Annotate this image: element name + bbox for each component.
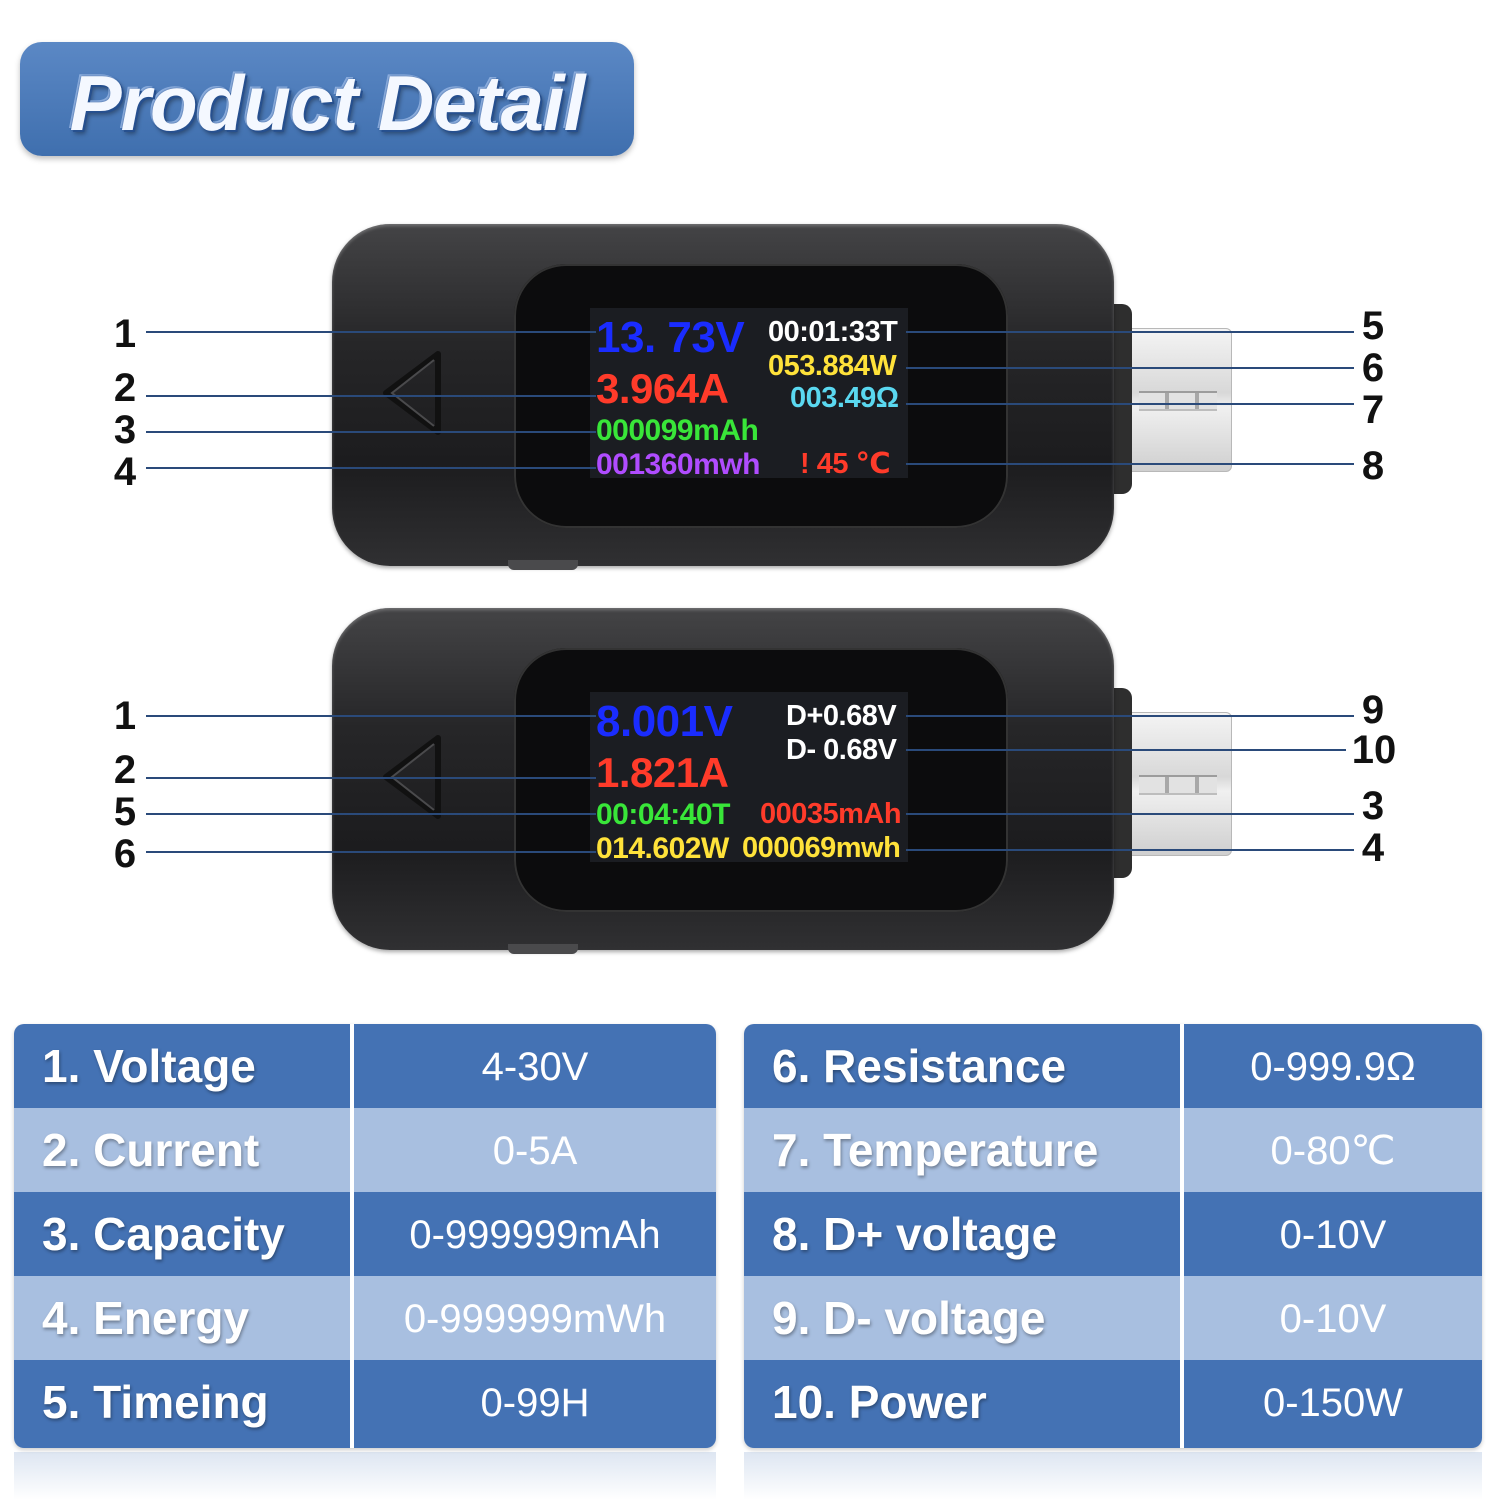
device-tab	[508, 944, 578, 954]
spec-table-left: 1. Voltage 4-30V 2. Current 0-5A 3. Capa…	[14, 1024, 716, 1448]
lcd-power: 014.602W	[596, 832, 729, 865]
spec-value: 0-999999mWh	[403, 1297, 667, 1341]
spec-label: 7. Temperature	[772, 1124, 1099, 1176]
page-button-icon[interactable]	[378, 348, 448, 438]
lcd-time: 00:04:40T	[596, 798, 730, 831]
column-divider	[350, 1024, 354, 1448]
spec-label: 3. Capacity	[42, 1208, 285, 1260]
lcd-energy: 001360mwh	[596, 448, 760, 481]
lcd-voltage: 8.001V	[596, 697, 733, 746]
column-divider	[1180, 1024, 1184, 1448]
table-reflection	[744, 1452, 1482, 1500]
spec-row: 5. Timeing 0-99H	[14, 1360, 716, 1448]
leader-line	[906, 463, 1354, 465]
lcd-screen	[590, 308, 908, 478]
callout-number: 2	[113, 748, 137, 792]
lcd-voltage: 13. 73V	[596, 313, 745, 362]
callout-number: 10	[1351, 728, 1397, 772]
lcd-energy: 000069mwh	[742, 832, 901, 864]
usb-tester-bottom: 8.001V 1.821A 00:04:40T 014.602W D+0.68V…	[0, 604, 1500, 964]
lcd-current: 3.964A	[596, 365, 729, 412]
spec-table-right: 6. Resistance 0-999.9Ω 7. Temperature 0-…	[744, 1024, 1482, 1448]
spec-value: 0-80℃	[1270, 1129, 1396, 1173]
usb-c-plug	[1118, 712, 1232, 856]
spec-row: 6. Resistance 0-999.9Ω	[744, 1024, 1482, 1108]
header-badge: Product Detail	[20, 42, 634, 156]
callout-number: 4	[113, 450, 137, 494]
callout-number: 5	[1361, 304, 1385, 348]
spec-value: 0-999999mAh	[409, 1213, 661, 1257]
spec-label: 4. Energy	[42, 1292, 250, 1344]
spec-row: 4. Energy 0-999999mWh	[14, 1276, 716, 1360]
callout-number: 6	[113, 832, 137, 876]
leader-line	[906, 367, 1354, 369]
lcd-power: 053.884W	[768, 350, 897, 382]
lcd-temperature: ! 45 ℃	[800, 448, 891, 480]
leader-line	[146, 395, 596, 397]
callout-number: 5	[113, 790, 137, 834]
spec-label: 5. Timeing	[42, 1376, 269, 1428]
lcd-resistance: 003.49Ω	[790, 382, 899, 414]
leader-line	[906, 749, 1346, 751]
leader-line	[906, 403, 1354, 405]
callout-number: 8	[1361, 444, 1385, 488]
leader-line	[146, 813, 596, 815]
spec-row: 7. Temperature 0-80℃	[744, 1108, 1482, 1192]
spec-value: 0-10V	[1279, 1213, 1387, 1257]
callout-number: 1	[113, 694, 137, 738]
callout-number: 3	[1361, 784, 1385, 828]
lcd-time: 00:01:33T	[768, 316, 898, 348]
spec-label: 6. Resistance	[772, 1040, 1067, 1092]
callout-number: 7	[1361, 388, 1385, 432]
spec-value: 0-999.9Ω	[1250, 1045, 1416, 1089]
leader-line	[146, 331, 596, 333]
callout-number: 6	[1361, 346, 1385, 390]
leader-line	[146, 431, 596, 433]
spec-label: 8. D+ voltage	[772, 1208, 1058, 1260]
leader-line	[146, 777, 596, 779]
lcd-capacity: 000099mAh	[596, 414, 759, 447]
callout-number: 2	[113, 366, 137, 410]
leader-line	[906, 813, 1354, 815]
callout-number: 4	[1361, 826, 1385, 870]
spec-row: 3. Capacity 0-999999mAh	[14, 1192, 716, 1276]
spec-label: 2. Current	[42, 1124, 260, 1176]
callout-number: 1	[113, 312, 137, 356]
leader-line	[906, 715, 1354, 717]
leader-line	[906, 331, 1354, 333]
lcd-d-plus: D+0.68V	[786, 700, 897, 732]
usb-tester-top: 13. 73V 3.964A 000099mAh 001360mwh 00:01…	[0, 220, 1500, 580]
spec-row: 10. Power 0-150W	[744, 1360, 1482, 1448]
spec-label: 9. D- voltage	[772, 1292, 1046, 1344]
spec-row: 2. Current 0-5A	[14, 1108, 716, 1192]
device-tab	[508, 560, 578, 570]
table-reflection	[14, 1452, 716, 1500]
leader-line	[146, 851, 596, 853]
page-title: Product Detail	[69, 59, 586, 147]
lcd-current: 1.821A	[596, 749, 729, 796]
leader-line	[906, 849, 1354, 851]
spec-row: 1. Voltage 4-30V	[14, 1024, 716, 1108]
spec-label: 10. Power	[772, 1376, 987, 1428]
lcd-screen	[590, 692, 908, 862]
spec-value: 0-99H	[480, 1381, 590, 1425]
spec-row: 9. D- voltage 0-10V	[744, 1276, 1482, 1360]
lcd-d-minus: D- 0.68V	[786, 734, 897, 766]
usb-c-plug	[1118, 328, 1232, 472]
callout-number: 3	[113, 408, 137, 452]
leader-line	[146, 467, 596, 469]
spec-row: 8. D+ voltage 0-10V	[744, 1192, 1482, 1276]
leader-line	[146, 715, 596, 717]
lcd-capacity: 00035mAh	[760, 798, 902, 830]
spec-value: 0-5A	[492, 1129, 578, 1173]
spec-value: 0-150W	[1262, 1381, 1404, 1425]
spec-label: 1. Voltage	[42, 1040, 256, 1092]
spec-value: 0-10V	[1279, 1297, 1387, 1341]
spec-value: 4-30V	[481, 1045, 589, 1089]
callout-number: 9	[1361, 688, 1385, 732]
